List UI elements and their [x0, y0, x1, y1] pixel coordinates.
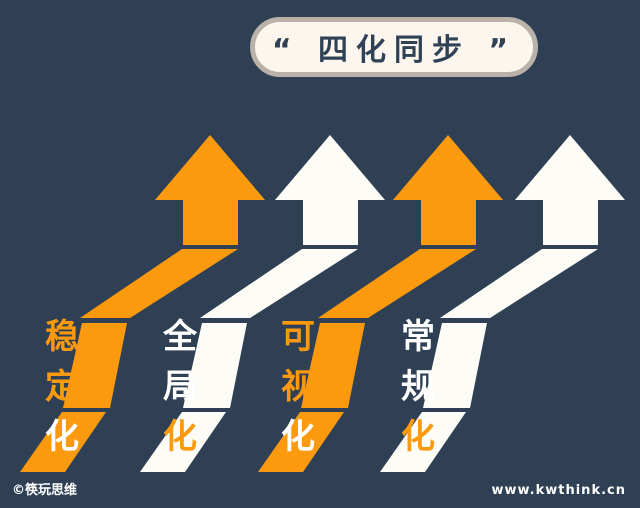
arrow-shaft: [183, 200, 238, 245]
band-segment-3: [20, 412, 106, 472]
arrow-shaft: [543, 200, 598, 245]
char: 稳: [45, 317, 79, 357]
band-segment-3: [258, 412, 344, 472]
arrow-head: [155, 135, 265, 200]
char: 可: [281, 317, 315, 357]
arrow-shaft: [421, 200, 476, 245]
band-segment-2: [63, 323, 127, 408]
char: 化: [163, 417, 197, 457]
band-segment-1: [440, 249, 598, 318]
column-2-label: 全 局 化: [160, 312, 200, 462]
title-badge: “ 四化同步 ”: [250, 17, 538, 77]
arrow-1: [20, 135, 265, 472]
column-3-label: 可 视 化: [278, 312, 318, 462]
arrow-head: [275, 135, 385, 200]
website-link[interactable]: www.kwthink.cn: [491, 483, 626, 498]
char: 局: [163, 367, 197, 407]
arrow-2: [140, 135, 385, 472]
band-segment-2: [301, 323, 365, 408]
band-segment-1: [200, 249, 358, 318]
column-1-label: 稳 定 化: [42, 312, 82, 462]
char: 化: [281, 417, 315, 457]
char: 常: [401, 317, 435, 357]
band-segment-3: [380, 412, 466, 472]
band-segment-3: [140, 412, 226, 472]
char: 视: [281, 367, 315, 407]
arrow-4: [380, 135, 625, 472]
arrow-head: [515, 135, 625, 200]
char: 化: [45, 417, 79, 457]
char: 化: [401, 417, 435, 457]
char: 全: [163, 317, 197, 357]
copyright: ©筷玩思维: [12, 483, 78, 498]
char: 规: [401, 367, 435, 407]
band-segment-2: [423, 323, 487, 408]
page-title: “ 四化同步 ”: [271, 33, 517, 68]
band-segment-2: [183, 323, 247, 408]
band-segment-1: [80, 249, 238, 318]
column-4-label: 常 规 化: [398, 312, 438, 462]
arrow-head: [393, 135, 503, 200]
arrow-shaft: [303, 200, 358, 245]
arrow-3: [258, 135, 503, 472]
char: 定: [45, 367, 79, 407]
band-segment-1: [318, 249, 476, 318]
